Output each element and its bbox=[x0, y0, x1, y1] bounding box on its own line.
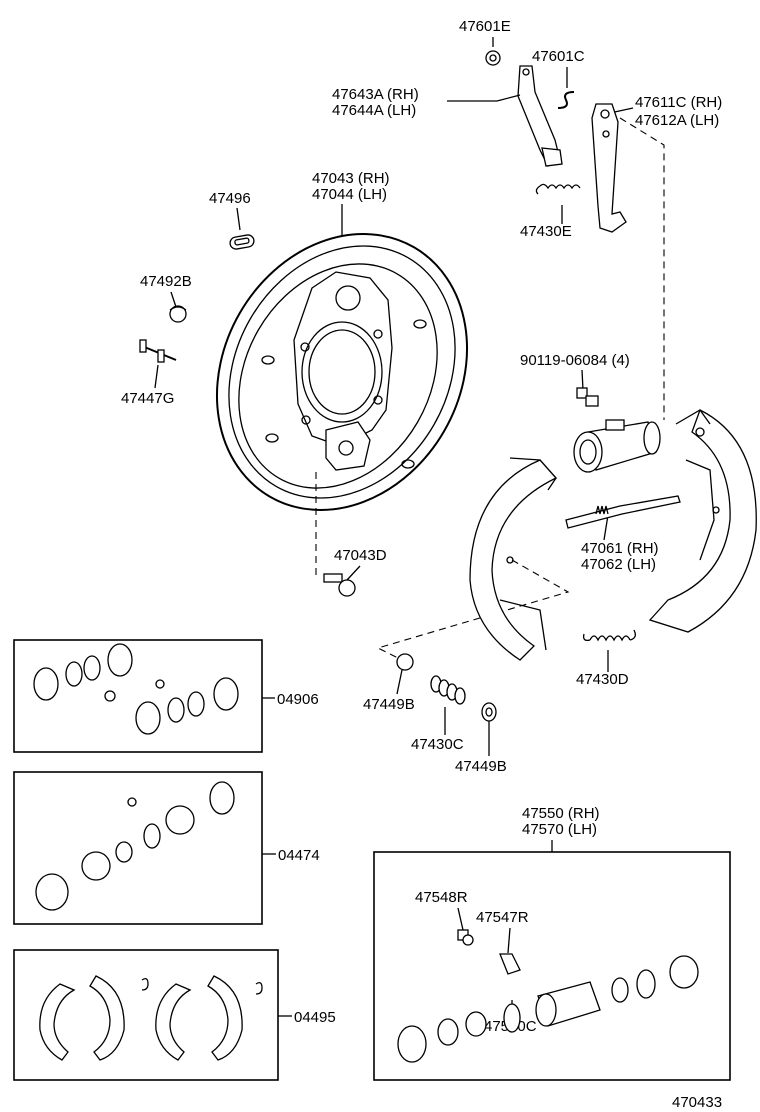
plug-47496 bbox=[229, 234, 255, 250]
label-47430E: 47430E bbox=[520, 223, 572, 240]
brake-shoe-right bbox=[648, 409, 757, 633]
clip-47601C bbox=[557, 91, 575, 109]
label-04906: 04906 bbox=[277, 691, 319, 708]
label-47601E: 47601E bbox=[459, 18, 511, 35]
label-04495: 04495 bbox=[294, 1009, 336, 1026]
label-47547R: 47547R bbox=[476, 909, 529, 926]
leader-lines bbox=[154, 37, 634, 1017]
retainer-47449B-lower bbox=[481, 702, 497, 722]
label-47496: 47496 bbox=[209, 190, 251, 207]
label-47043D: 47043D bbox=[334, 547, 387, 564]
label-04474: 04474 bbox=[278, 847, 320, 864]
label-47644A: 47644A (LH) bbox=[332, 102, 416, 119]
lever-47611C bbox=[591, 103, 627, 233]
lever-47643A bbox=[496, 65, 563, 167]
diagram-id: 470433 bbox=[672, 1094, 722, 1111]
label-47062: 47062 (LH) bbox=[581, 556, 656, 573]
label-47043: 47043 (RH) bbox=[312, 170, 390, 187]
label-47611C: 47611C (RH) bbox=[635, 94, 722, 111]
spring-47430C bbox=[430, 675, 466, 705]
brake-shoe-left bbox=[469, 457, 558, 661]
label-47430C: 47430C bbox=[411, 736, 464, 753]
label-47449B-lower: 47449B bbox=[455, 758, 507, 775]
assembly-dash-lines bbox=[315, 117, 665, 661]
label-47643A: 47643A (RH) bbox=[332, 86, 419, 103]
nut-47601E bbox=[485, 50, 501, 66]
retainer-47449B-upper bbox=[396, 653, 414, 671]
label-47430D: 47430D bbox=[576, 671, 629, 688]
kit-04495-parts bbox=[39, 975, 263, 1061]
wheel-cylinder bbox=[573, 419, 661, 473]
kit-box-04474 bbox=[13, 771, 263, 925]
kit-04474-parts bbox=[35, 781, 235, 911]
label-90119-06084: 90119-06084 (4) bbox=[520, 352, 630, 369]
label-47612A: 47612A (LH) bbox=[635, 112, 719, 129]
label-47550: 47550 (RH) bbox=[522, 805, 600, 822]
wheel-cylinder-47550-parts bbox=[397, 929, 699, 1063]
label-47044: 47044 (LH) bbox=[312, 186, 387, 203]
kit-box-04495 bbox=[13, 949, 279, 1081]
kit-04906-parts bbox=[33, 643, 239, 735]
spring-47430E bbox=[535, 183, 581, 195]
label-47601C: 47601C bbox=[532, 48, 585, 65]
backing-plate-47043 bbox=[215, 233, 469, 511]
label-47449B-upper: 47449B bbox=[363, 696, 415, 713]
label-47061: 47061 (RH) bbox=[581, 540, 659, 557]
wheel-cylinder-box-47550 bbox=[373, 851, 731, 1081]
kit-box-04906 bbox=[13, 639, 263, 753]
label-47548R: 47548R bbox=[415, 889, 468, 906]
label-47492B: 47492B bbox=[140, 273, 192, 290]
cap-47492B bbox=[169, 305, 187, 323]
spring-47430D bbox=[582, 629, 636, 642]
label-47447G: 47447G bbox=[121, 390, 174, 407]
adjuster-47061 bbox=[565, 495, 681, 529]
bolt-90119-06084 bbox=[576, 387, 599, 407]
pin-47447G bbox=[139, 339, 177, 363]
label-47570: 47570 (LH) bbox=[522, 821, 597, 838]
bolt-47043D bbox=[323, 573, 356, 597]
